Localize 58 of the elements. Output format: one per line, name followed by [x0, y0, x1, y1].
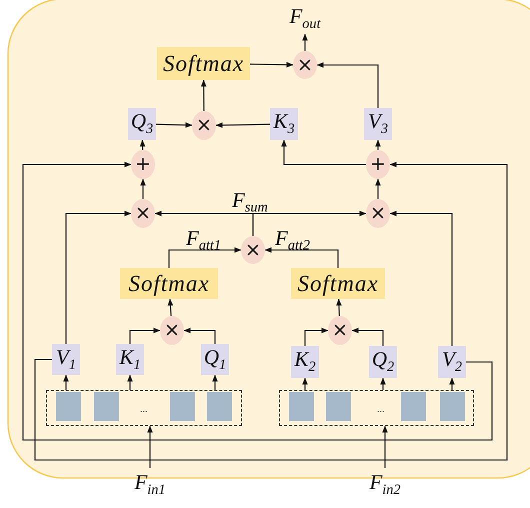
arrow — [316, 62, 379, 108]
arrow — [352, 328, 384, 346]
arrow — [250, 62, 294, 68]
arrow — [281, 140, 366, 166]
edge-label: F$_{att1}$ — [186, 228, 222, 253]
variable-label: F$_{out}$ — [285, 4, 325, 34]
token-block — [56, 392, 81, 421]
arrow — [65, 210, 132, 344]
arrow — [184, 328, 216, 344]
arrow — [212, 374, 218, 390]
arrow — [390, 210, 453, 346]
arrow — [168, 247, 242, 268]
matrix-box: V$_{2}$ — [438, 346, 466, 378]
arrow — [147, 426, 153, 468]
arrow — [382, 426, 388, 468]
arrow — [200, 80, 206, 111]
token-block — [170, 392, 195, 421]
arrow — [302, 378, 308, 390]
arrow — [140, 140, 146, 150]
edge-label: F$_{att2}$ — [275, 228, 310, 253]
edge-label: F$_{sum}$ — [232, 190, 268, 215]
arrow — [304, 328, 328, 346]
arrow — [129, 328, 160, 344]
token-block — [400, 392, 426, 421]
token-block — [440, 392, 465, 421]
token-block — [206, 392, 232, 421]
token-group — [46, 390, 242, 426]
matrix-box: K$_{2}$ — [291, 346, 319, 378]
arrow — [127, 374, 133, 390]
token-block — [94, 392, 119, 421]
arrow — [302, 34, 308, 51]
matrix-box: V$_{3}$ — [364, 108, 392, 140]
arrow — [63, 374, 69, 390]
token-block — [288, 392, 314, 421]
softmax-box: Softmax — [157, 47, 250, 80]
arrow — [168, 298, 174, 316]
arrow — [216, 122, 270, 128]
arrow — [449, 378, 455, 390]
ellipsis-text: ... — [140, 405, 148, 414]
matrix-box: K$_{3}$ — [270, 108, 298, 140]
matrix-box: K$_{1}$ — [116, 344, 144, 375]
softmax-box: Softmax — [291, 268, 385, 299]
matrix-box: V$_{1}$ — [52, 344, 80, 375]
arrow — [140, 178, 146, 199]
arrow — [156, 122, 192, 128]
matrix-box: Q$_{3}$ — [128, 108, 156, 140]
matrix-box: Q$_{2}$ — [369, 346, 397, 378]
arrow — [375, 178, 381, 199]
ellipsis-text: ... — [377, 405, 385, 414]
arrow — [336, 298, 342, 316]
arrow — [264, 247, 339, 268]
token-group — [279, 390, 474, 426]
arrow — [252, 210, 366, 236]
arrow — [375, 140, 381, 150]
softmax-box: Softmax — [120, 268, 218, 299]
arrow — [380, 378, 386, 390]
token-block — [326, 392, 351, 421]
matrix-box: Q$_{1}$ — [201, 344, 229, 375]
